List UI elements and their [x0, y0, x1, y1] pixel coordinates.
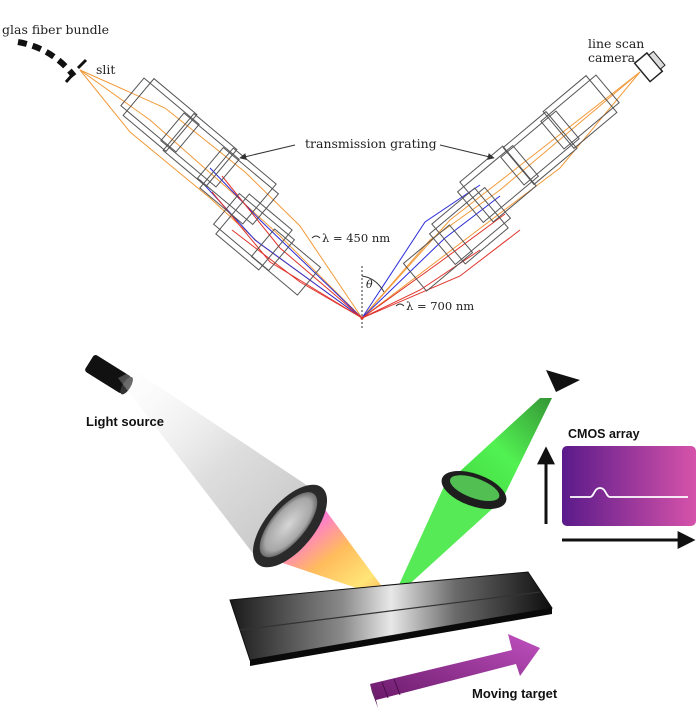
grating-arrow-left — [239, 144, 296, 160]
lambda-short-label: λ = 450 nm — [322, 231, 390, 245]
lambda-long-leader — [395, 303, 405, 307]
camera-label-1: line scan — [588, 36, 644, 51]
grating-label: transmission grating — [305, 136, 437, 151]
lambda-long-label: λ = 700 nm — [406, 299, 474, 313]
slit-label: slit — [96, 62, 115, 77]
dispersed-rays-left — [199, 167, 363, 319]
lambda-short-leader — [311, 235, 321, 239]
fiber-bundle-icon — [17, 39, 77, 78]
line-scan-camera-icon — [633, 50, 666, 83]
detector-icon — [546, 370, 580, 392]
theta-arc — [361, 275, 385, 293]
moving-target-plate — [229, 571, 553, 661]
slit-icon — [64, 58, 88, 83]
moving-target-arrow-icon — [370, 634, 540, 708]
target-groove — [239, 591, 541, 631]
confocal-diagram: Light source CMOS array Moving target — [85, 354, 696, 708]
theta-label: θ — [366, 278, 373, 291]
left-focus-lens-icon — [252, 484, 328, 568]
white-light-beam — [118, 370, 320, 560]
focus-point — [360, 316, 364, 320]
camera-label-2: camera — [588, 50, 636, 65]
right-focus-lens-icon — [441, 470, 507, 510]
green-focus-beam — [392, 482, 502, 600]
cmos-array-panel — [562, 446, 696, 526]
moving-target-label: Moving target — [472, 686, 558, 701]
target-plate-edge — [250, 608, 552, 666]
light-source-label: Light source — [86, 414, 164, 429]
cmos-label: CMOS array — [568, 427, 640, 441]
output-rays — [361, 71, 641, 319]
spectrometer-diagram: glas fiber bundle slit line scan camera … — [2, 22, 666, 330]
left-lens-stack — [120, 77, 322, 296]
fiber-bundle-label: glas fiber bundle — [2, 22, 109, 37]
grating-arrow-right — [439, 144, 495, 160]
cmos-signal-line — [570, 487, 688, 498]
right-lens-stack — [402, 74, 620, 292]
